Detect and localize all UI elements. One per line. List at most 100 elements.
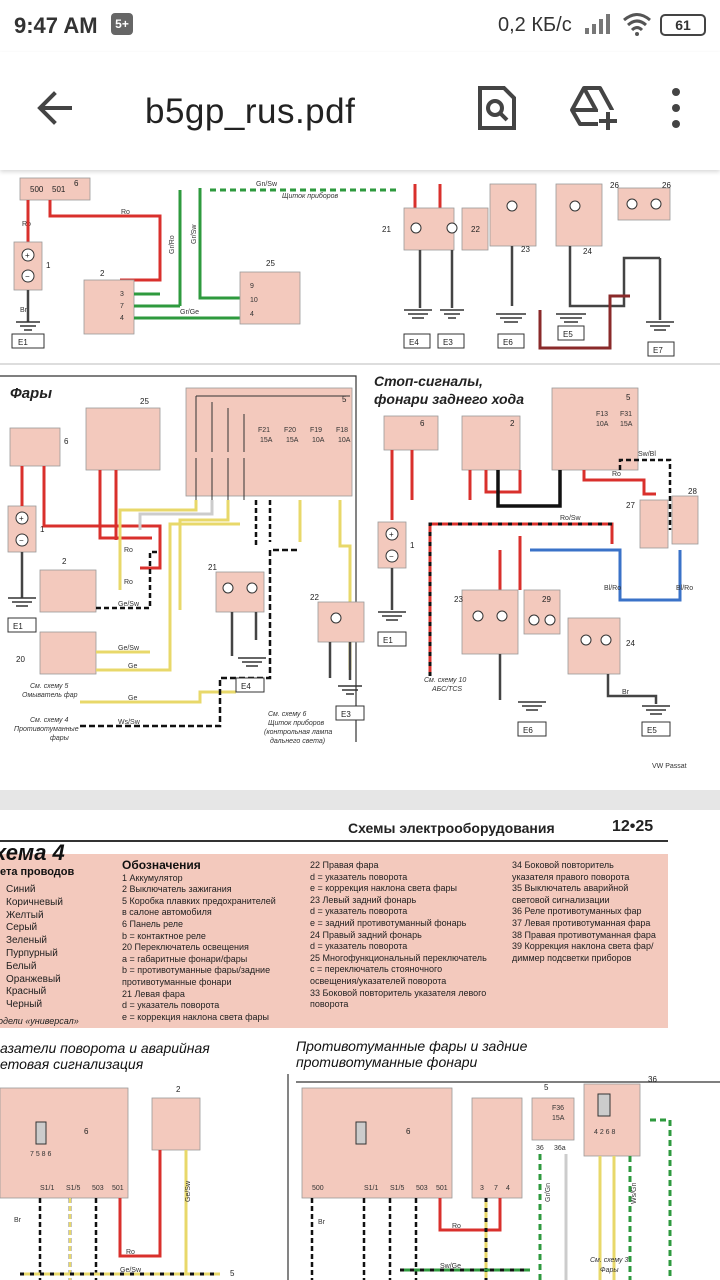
battery-icon: 61	[660, 14, 706, 36]
notification-badge: 5+	[111, 13, 133, 35]
add-to-drive-icon[interactable]	[568, 82, 618, 132]
svg-text:500: 500	[312, 1185, 324, 1192]
section-title-line: азатели поворота и аварийная	[0, 1040, 210, 1056]
comp-label-22-top: 22	[471, 225, 480, 234]
svg-text:Ws/Gn: Ws/Gn	[631, 1183, 638, 1204]
svg-text:S1/1: S1/1	[40, 1185, 55, 1192]
svg-text:Ro: Ro	[612, 471, 621, 478]
back-arrow-icon[interactable]	[30, 82, 82, 134]
comp-label-25-headlights: 25	[140, 397, 149, 406]
note-shield-1: См. схему 6	[268, 711, 306, 718]
wire-color-item: Коричневый	[6, 896, 63, 908]
legend-item: 23 Левый задний фонарь	[310, 894, 417, 905]
svg-text:3: 3	[120, 291, 124, 298]
legend-item: 5 Коробка плавких предохранителей	[122, 895, 276, 906]
note-washer-1: См. схему 5	[30, 683, 68, 690]
wiring-diagram-upper: 500 501 6 Ro Ro + − 1 Br E1 2 374 Gn/Sw	[0, 177, 720, 770]
wire-br-top: Br	[20, 307, 28, 314]
svg-text:10: 10	[250, 297, 258, 304]
model-note: одели «универсал»	[0, 1016, 79, 1026]
comp-label-29: 29	[542, 595, 551, 604]
svg-text:Bl/Ro: Bl/Ro	[676, 585, 693, 592]
legend-item: 39 Коррекция наклона света фар/	[512, 941, 654, 952]
header-rule	[0, 840, 668, 842]
more-vert-icon[interactable]	[664, 84, 688, 132]
note-shield-top: Щиток приборов	[282, 192, 339, 200]
wire-color-item: Серый	[6, 922, 38, 934]
svg-text:Ro/Sw: Ro/Sw	[560, 515, 582, 522]
note-abs-1: См. схему 10	[424, 677, 466, 684]
section-title-line: Противотуманные фары и задние	[296, 1038, 528, 1054]
ground-E1-headlights: E1	[13, 622, 23, 631]
legend-item: e = коррекция наклона света фары	[122, 1011, 269, 1022]
note-washer-2: Омыватель фар	[22, 692, 78, 699]
svg-text:4: 4	[120, 315, 124, 322]
wire-gr-ge: Gr/Ge	[180, 309, 199, 316]
legend-item: c = переключатель стояночного	[310, 964, 443, 975]
status-time: 9:47 AM	[14, 13, 98, 38]
comp-label-36: 36	[648, 1075, 657, 1084]
legend-item: 37 Левая противотуманная фара	[512, 917, 651, 928]
comp-label-6-lower: 6	[84, 1127, 89, 1136]
svg-text:7: 7	[494, 1185, 498, 1192]
fuse-f13: F13	[596, 411, 608, 418]
wire-color-item: Желтый	[6, 909, 44, 921]
svg-text:−: −	[389, 552, 394, 561]
fuse-f21: F21	[258, 427, 270, 434]
legend-item: 1 Аккумулятор	[122, 872, 183, 883]
svg-text:4: 4	[250, 311, 254, 318]
ground-E4-top: E4	[409, 338, 419, 347]
note-headlights: Фары	[600, 1267, 619, 1274]
svg-text:Ge: Ge	[128, 663, 137, 670]
section-title-brake-2: фонари заднего хода	[374, 391, 524, 407]
comp-label-500: 500	[30, 185, 44, 194]
page-header: Схемы электрооборудования	[348, 820, 555, 836]
comp-label-23-top: 23	[521, 245, 530, 254]
search-document-icon[interactable]	[476, 84, 520, 132]
legend-column-1: Обозначения 1 Аккумулятор 2 Выключатель …	[122, 859, 276, 1023]
ground-E1-top: E1	[18, 338, 28, 347]
svg-text:−: −	[19, 536, 24, 545]
svg-text:4: 4	[506, 1185, 510, 1192]
legend-item: 6 Панель реле	[122, 918, 184, 929]
ground-E1-brake: E1	[383, 636, 393, 645]
fuse-f36: F36	[552, 1105, 564, 1112]
pdf-page-lower: Схемы электрооборудования 12•25 хема 4 е…	[0, 810, 720, 1280]
svg-text:Br: Br	[14, 1217, 22, 1224]
svg-text:15A: 15A	[620, 421, 633, 428]
legend-column-3: 34 Боковой повторитель указателя правого…	[512, 860, 656, 964]
svg-text:Br: Br	[318, 1219, 326, 1226]
wire-color-item: Красный	[6, 986, 47, 998]
svg-text:10A: 10A	[596, 421, 609, 428]
svg-text:Ro: Ro	[452, 1223, 461, 1230]
legend-item: 24 Правый задний фонарь	[310, 929, 422, 940]
comp-label-25-top: 25	[266, 259, 275, 268]
wire-color-item: Зеленый	[6, 935, 47, 947]
status-bar: 9:47 AM 5+ 0,2 КБ/с 61	[0, 0, 720, 52]
legend-item: d = указатель поворота	[310, 941, 408, 952]
section-title-turn-signals: азатели поворота и аварийная етовая сигн…	[0, 1040, 210, 1072]
comp-label-6-top: 6	[74, 179, 79, 188]
comp-label-5-brake: 5	[626, 393, 631, 402]
comp-label-27: 27	[626, 501, 635, 510]
ground-E6-brake: E6	[523, 726, 533, 735]
fuse-f31: F31	[620, 411, 632, 418]
ground-E3-headlights: E3	[341, 710, 351, 719]
comp-label-26-b: 26	[662, 181, 671, 190]
svg-text:Bl/Ro: Bl/Ro	[604, 585, 621, 592]
legend-box	[0, 854, 668, 1028]
svg-text:Sw/Ge: Sw/Ge	[440, 1263, 461, 1270]
svg-text:15A: 15A	[286, 437, 299, 444]
note-fog-1: См. схему 4	[30, 717, 68, 724]
svg-text:501: 501	[112, 1185, 124, 1192]
legend-item: поворота	[310, 999, 349, 1010]
wire-ro-top: Ro	[121, 209, 130, 216]
wire-color-item: Пурпурный	[6, 947, 58, 959]
page-footer: VW Passat	[652, 763, 687, 770]
wire-color-list: Синий Коричневый Желтый Серый Зеленый Пу…	[6, 884, 63, 1012]
svg-text:Ro: Ro	[124, 547, 133, 554]
svg-text:Ro: Ro	[124, 579, 133, 586]
note-abs-2: АБС/TCS	[431, 686, 462, 693]
legend-item: d = указатель поворота	[310, 906, 408, 917]
